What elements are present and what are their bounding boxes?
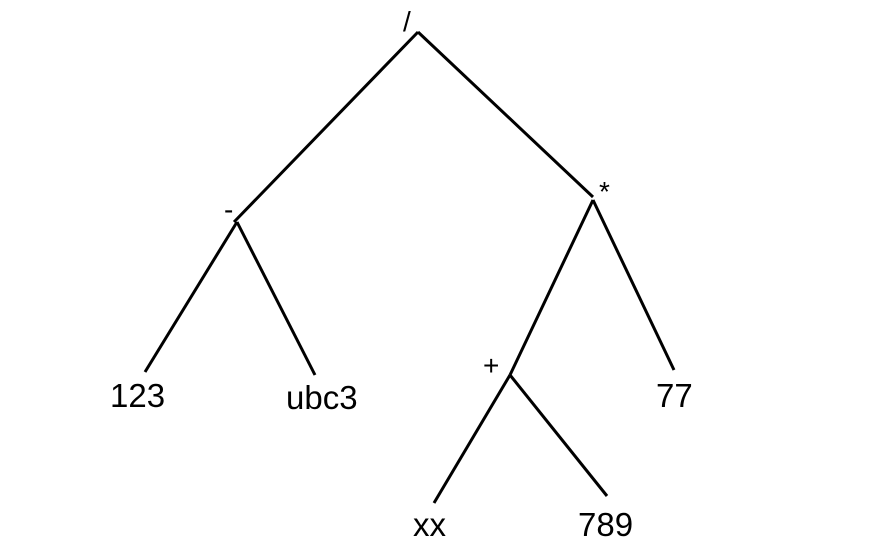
node-plus: +	[483, 350, 500, 381]
edge-plus-789	[508, 374, 609, 497]
leaf-77: 77	[656, 377, 693, 414]
node-root-divide: /	[403, 6, 411, 37]
leaf-xx: xx	[413, 506, 446, 543]
edge-times-plus	[508, 199, 595, 376]
edge-plus-xx	[432, 374, 512, 504]
edge-root-minus	[232, 30, 420, 224]
leaf-789: 789	[578, 506, 634, 543]
leaf-123: 123	[110, 377, 166, 414]
node-minus: -	[224, 194, 234, 225]
edge-minus-123	[143, 221, 239, 373]
edge-times-77	[591, 199, 676, 371]
edge-minus-ubc3	[235, 221, 317, 376]
leaf-ubc3: ubc3	[286, 379, 358, 416]
edge-root-times	[416, 30, 595, 199]
node-times: *	[599, 176, 610, 207]
